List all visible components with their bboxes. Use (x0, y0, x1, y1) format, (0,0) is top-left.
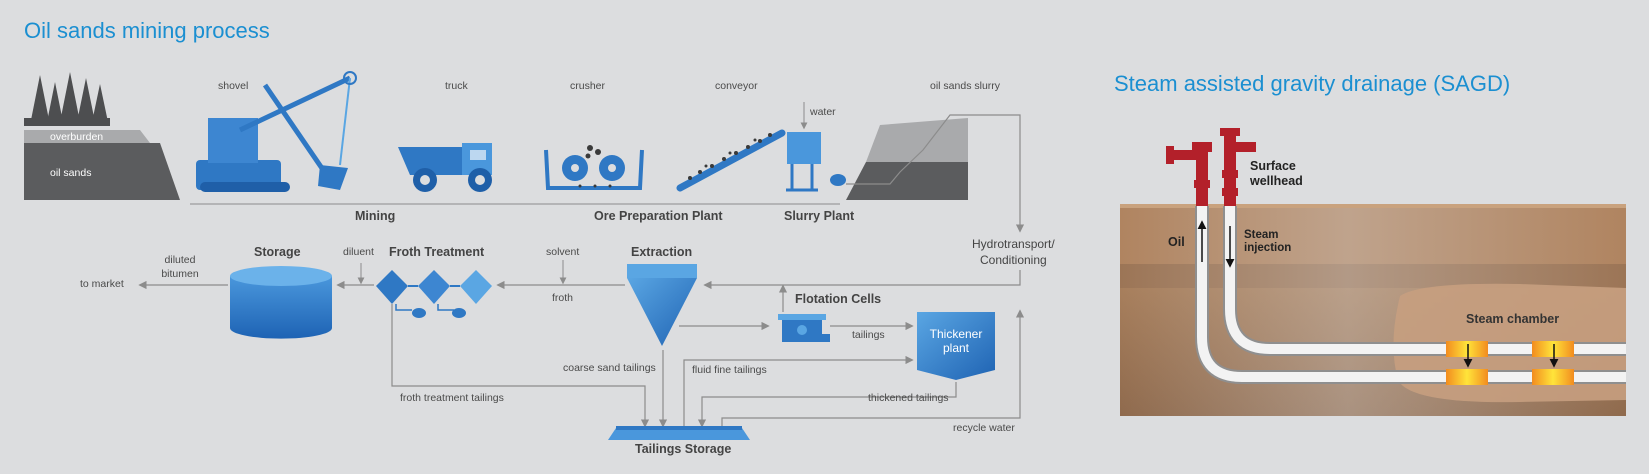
tailings-label: tailings (852, 329, 885, 341)
shovel-icon (196, 71, 357, 192)
tailings-pond-icon (608, 426, 750, 440)
tailings-storage-label: Tailings Storage (635, 442, 732, 456)
truck-label: truck (445, 80, 468, 92)
crusher-label: crusher (570, 80, 606, 92)
steam-line1: Steam (1244, 229, 1279, 241)
crusher-icon (544, 145, 644, 190)
hydrotransport-line (846, 114, 1025, 233)
recycle-water-line (721, 309, 1025, 432)
thickener-plant-label: Thickener plant (920, 327, 992, 355)
storage-label: Storage (254, 245, 301, 259)
steam-injection-label: Steam injection (1244, 229, 1291, 255)
mining-title: Oil sands mining process (24, 18, 270, 43)
conveyor-label: conveyor (715, 80, 758, 92)
overburden-label: overburden (50, 131, 104, 143)
heat-zones (1446, 341, 1574, 385)
extraction-label: Extraction (631, 245, 693, 259)
hydrotransport-line1: Hydrotransport/ (972, 237, 1055, 251)
thickened-tailings-label: thickened tailings (868, 392, 949, 404)
froth-treatment-label: Froth Treatment (389, 245, 485, 259)
flotation-icon (778, 314, 830, 342)
diluted-line1: diluted (164, 254, 196, 266)
thickener-line1: Thickener (929, 327, 983, 341)
froth-label: froth (552, 292, 574, 304)
terrain-left (24, 72, 180, 200)
flotation-cells-label: Flotation Cells (795, 292, 882, 306)
oil-label: Oil (1168, 235, 1185, 249)
hydrotransport-label: Hydrotransport/ Conditioning (972, 236, 1055, 268)
to-market-label: to market (80, 278, 124, 290)
slurry-plant-label: Slurry Plant (784, 209, 855, 223)
terrain-right (846, 118, 968, 200)
oil-sands-label: oil sands (50, 167, 92, 179)
steam-chamber-label: Steam chamber (1466, 312, 1560, 326)
wellhead-icon (1166, 128, 1256, 206)
thickened-tailings-line (697, 382, 957, 428)
diluent-label: diluent (343, 246, 374, 258)
water-label: water (810, 106, 836, 118)
sagd-title: Steam assisted gravity drainage (SAGD) (1114, 71, 1511, 96)
froth-treatment-tailings-label: froth treatment tailings (400, 392, 504, 404)
pipe-icon (1195, 206, 1626, 384)
solvent-label: solvent (546, 246, 580, 258)
wellhead-line2: wellhead (1250, 174, 1303, 188)
fluid-fine-tailings-line (683, 355, 914, 426)
froth-treatment-tailings-line (391, 304, 650, 428)
slurry-tank-icon (786, 132, 846, 192)
conveyor-icon (676, 129, 786, 192)
mining-stage-label: Mining (355, 209, 396, 223)
surface-wellhead-label: Surface wellhead (1250, 159, 1303, 189)
conditioning-to-extraction-line (703, 270, 1021, 290)
shovel-label: shovel (218, 80, 249, 92)
thickener-line2: plant (942, 341, 970, 355)
coarse-sand-tailings-label: coarse sand tailings (563, 362, 656, 374)
thickener-icon (917, 312, 995, 380)
tree-icon (24, 72, 110, 126)
steam-line2: injection (1244, 242, 1292, 254)
cone-icon (627, 264, 697, 346)
storage-tank-icon (230, 266, 332, 339)
truck-icon (398, 143, 492, 192)
hydrotransport-line2: Conditioning (979, 253, 1047, 267)
diamond-tank-icon (376, 270, 492, 318)
diluted-bitumen-label: diluted bitumen (156, 253, 204, 281)
oil-sands-slurry-label: oil sands slurry (930, 80, 1001, 92)
wellhead-line1: Surface (1250, 159, 1296, 173)
ore-preparation-plant-label: Ore Preparation Plant (594, 209, 723, 223)
diluted-line2: bitumen (161, 268, 199, 280)
recycle-water-label: recycle water (953, 422, 1015, 434)
fluid-fine-tailings-label: fluid fine tailings (692, 364, 767, 376)
